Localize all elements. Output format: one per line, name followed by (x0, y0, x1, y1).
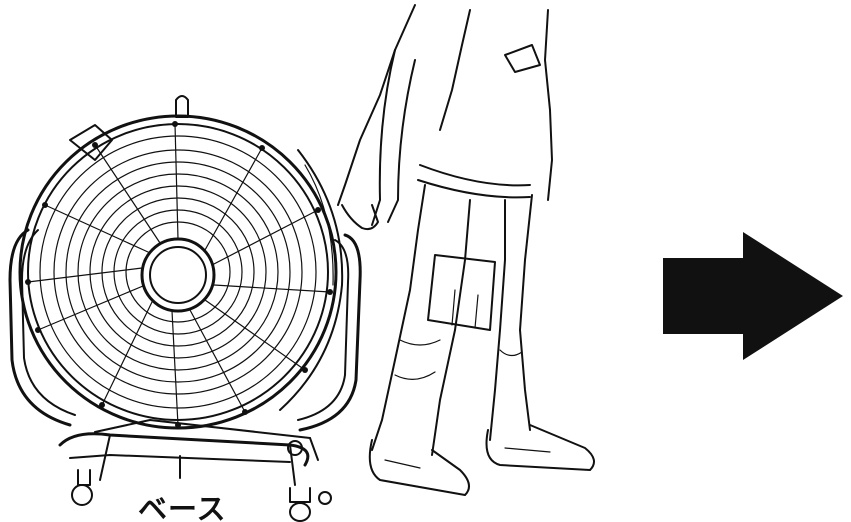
right-arrow-icon (663, 232, 843, 360)
worker-figure (338, 5, 594, 495)
drum-fan-icon (20, 96, 342, 428)
base-label: ベース (138, 486, 227, 522)
fan-frame (10, 230, 360, 521)
